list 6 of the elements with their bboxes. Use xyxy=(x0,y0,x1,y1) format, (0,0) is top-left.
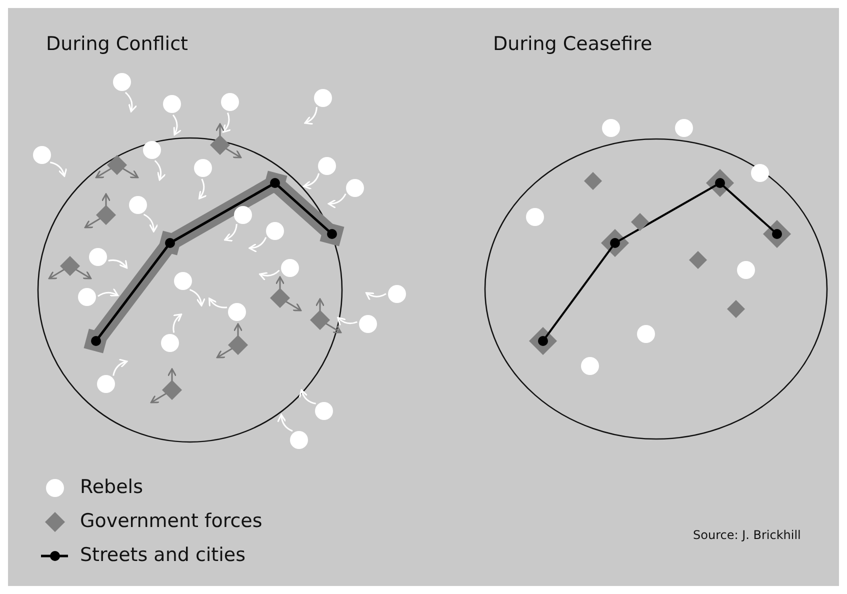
panel-title: During Conflict xyxy=(46,33,188,55)
legend-label: Rebels xyxy=(80,476,143,498)
source-note: Source: J. Brickhill xyxy=(693,528,801,542)
legend-label: Government forces xyxy=(80,510,262,532)
legend-label: Streets and cities xyxy=(80,544,246,566)
panel-title: During Ceasefire xyxy=(493,33,652,55)
